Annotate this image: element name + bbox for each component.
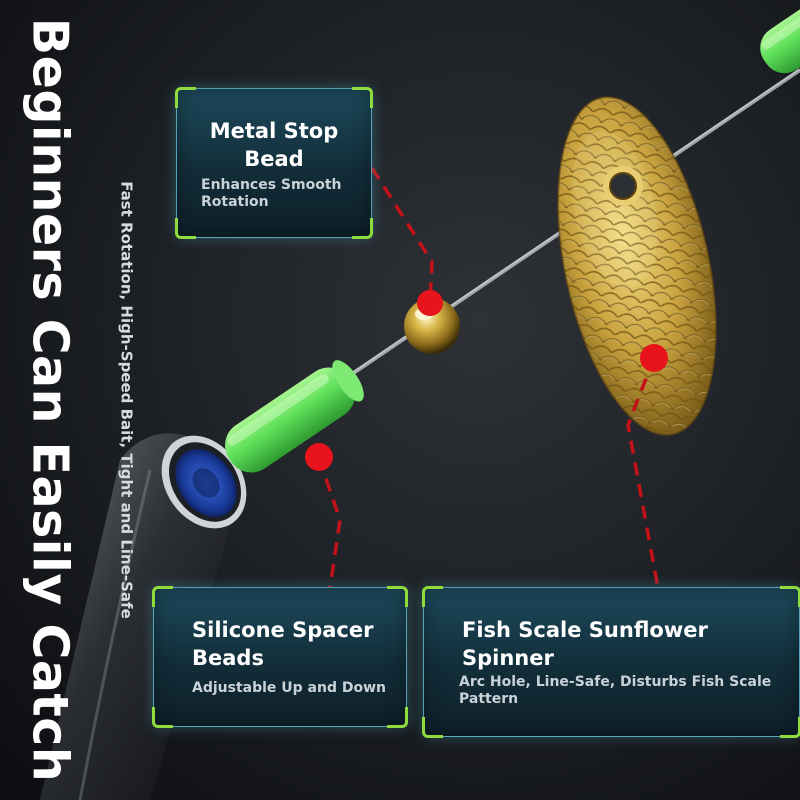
- callout-fish-scale-spinner: Fish Scale Sunflower Spinner Arc Hole, L…: [422, 586, 800, 738]
- callout-metal-stop-bead: Metal Stop Bead Enhances Smooth Rotation: [175, 87, 373, 239]
- frame-corner: [422, 586, 443, 607]
- frame-corner: [387, 586, 408, 607]
- headline: Beginners Can Easily Catch: [21, 17, 79, 783]
- leader-spacer-bead: [317, 457, 342, 589]
- frame-corner: [152, 586, 173, 607]
- callout-description: Enhances Smooth Rotation: [201, 177, 342, 210]
- callout-title: Fish Scale Sunflower Spinner: [462, 618, 708, 670]
- red-marker-dot: [417, 290, 443, 316]
- frame-corner: [780, 717, 800, 738]
- red-marker-dot: [305, 443, 333, 471]
- swivel-barrel: [40, 433, 247, 800]
- frame-corner: [422, 717, 443, 738]
- leader-spinner: [626, 357, 660, 589]
- subheadline: Fast Rotation, High-Speed Bait, Tight an…: [117, 181, 136, 619]
- callout-description: Arc Hole, Line-Safe, Disturbs Fish Scale…: [459, 674, 772, 707]
- frame-corner: [780, 586, 800, 607]
- callout-description: Adjustable Up and Down: [192, 680, 386, 696]
- silicone-spacer-bead: [225, 360, 364, 473]
- frame-corner: [152, 707, 173, 728]
- frame-corner: [175, 87, 196, 108]
- frame-corner: [175, 218, 196, 239]
- frame-corner: [352, 87, 373, 108]
- sunflower-spinner-blade: [557, 96, 717, 436]
- callout-silicone-spacer-beads: Silicone Spacer Beads Adjustable Up and …: [152, 586, 408, 728]
- callout-title: Silicone Spacer Beads: [192, 618, 374, 670]
- frame-corner: [387, 707, 408, 728]
- frame-corner: [352, 218, 373, 239]
- leader-lines: [317, 167, 660, 589]
- callout-title: Metal Stop Bead: [209, 119, 339, 171]
- red-marker-dot: [640, 344, 668, 372]
- leader-stop-bead: [370, 167, 434, 304]
- silicone-spacer-bead-top: [760, 0, 800, 74]
